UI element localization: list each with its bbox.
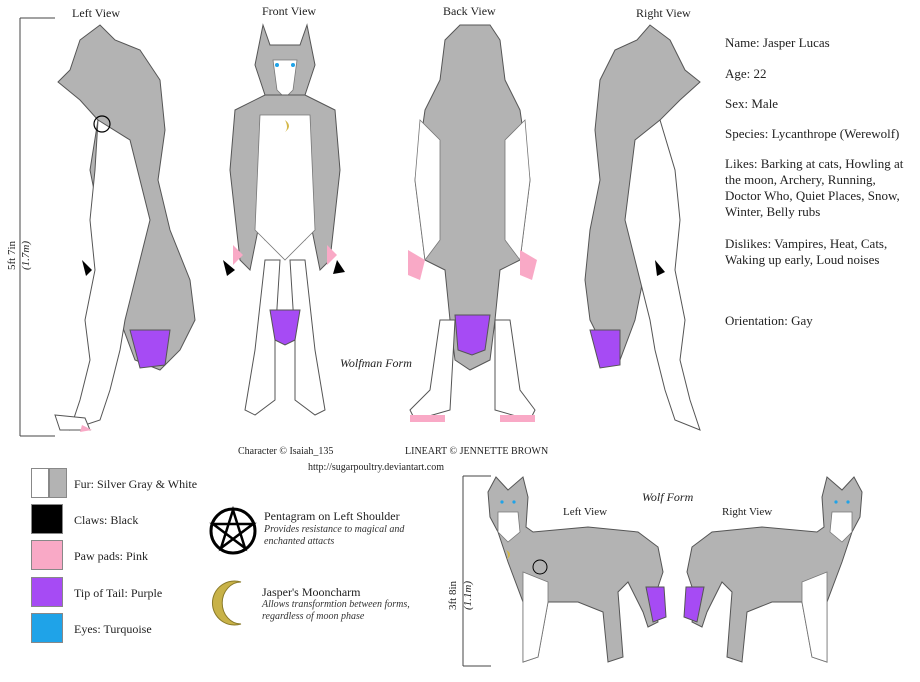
legend-paw-pads-label: Paw pads: Pink (74, 549, 149, 563)
wolfman-back-view (408, 24, 537, 422)
front-view-label: Front View (262, 4, 317, 18)
paw-pads-swatch (31, 540, 63, 570)
wolf-right-view-label: Right View (722, 506, 773, 518)
profile-dislikes: Dislikes: Vampires, Heat, Cats, Waking u… (725, 236, 888, 267)
fur-white-swatch (31, 468, 49, 498)
profile-name: Name: Jasper Lucas (725, 35, 830, 50)
wolfman-left-view (54, 24, 196, 432)
legend-eyes-label: Eyes: Turquoise (74, 622, 152, 636)
tail-tip-swatch (31, 577, 63, 607)
right-view-label: Right View (636, 6, 691, 20)
profile-orientation: Orientation: Gay (725, 313, 813, 328)
eyes-swatch (31, 613, 63, 643)
profile-age: Age: 22 (725, 66, 767, 81)
profile-species: Species: Lycanthrope (Werewolf) (725, 126, 900, 141)
character-credit: Character © Isaiah_135 (238, 446, 334, 457)
deviantart-url: http://sugarpoultry.deviantart.com (308, 462, 444, 473)
mooncharm-title: Jasper's Mooncharm (262, 585, 361, 599)
wolf-height-feet: 3ft 8in (447, 580, 459, 610)
wolfman-front-view (223, 23, 345, 416)
wolf-left-view-label: Left View (563, 506, 608, 518)
wolf-right-view (683, 476, 863, 663)
height-metric: (1.7m) (20, 240, 32, 270)
back-view-label: Back View (443, 4, 496, 18)
fur-gray-swatch (49, 468, 67, 498)
height-feet: 5ft 7in (6, 240, 18, 270)
legend-claws-label: Claws: Black (74, 513, 139, 527)
legend-fur-label: Fur: Silver Gray & White (74, 477, 198, 491)
pentagram-icon (209, 505, 257, 555)
profile-sex: Sex: Male (725, 96, 779, 111)
profile-likes: Likes: Barking at cats, Howling at the m… (725, 156, 904, 219)
mooncharm-description: Allows transformtion between forms, rega… (262, 599, 410, 622)
wolf-height-metric: (1.1m) (462, 580, 474, 610)
claws-swatch (31, 504, 63, 534)
lineart-credit: LINEART © JENNETTE BROWN (405, 446, 549, 457)
crescent-moon-icon (211, 580, 242, 626)
wolf-height-ruler (462, 475, 491, 667)
pentagram-title: Pentagram on Left Shoulder (264, 509, 400, 523)
wolf-left-view (487, 476, 667, 663)
height-ruler (19, 17, 55, 437)
wolf-form-label: Wolf Form (642, 490, 694, 504)
pentagram-description: Provides resistance to magical and encha… (264, 524, 405, 547)
wolfman-right-view (584, 24, 701, 431)
wolfman-form-label: Wolfman Form (340, 356, 412, 370)
left-view-label: Left View (72, 6, 121, 20)
legend-tail-tip-label: Tip of Tail: Purple (74, 586, 163, 600)
